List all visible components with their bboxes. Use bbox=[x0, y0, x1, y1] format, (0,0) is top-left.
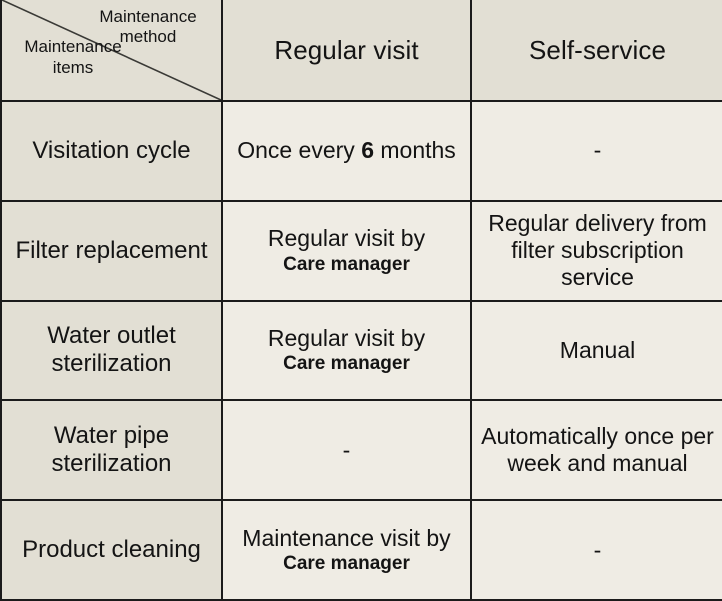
row-item-label-cell: Water outlet sterilization bbox=[0, 299, 223, 402]
row-item-label-cell: Water pipe sterilization bbox=[0, 399, 223, 502]
cell-text-emphasis: 6 bbox=[361, 137, 374, 164]
cell-self-service-text: Manual bbox=[560, 337, 635, 363]
cell-self-service-text: Automatically once per week and manual bbox=[481, 423, 714, 476]
row-item-label-cell: Visitation cycle bbox=[0, 100, 223, 202]
cell-self-service-text: - bbox=[594, 137, 602, 163]
cell-self-service: - bbox=[470, 499, 722, 601]
cell-regular-visit: Maintenance visit by Care manager bbox=[221, 499, 472, 601]
cell-text-main-pre: - bbox=[593, 536, 602, 563]
cell-self-service: Regular delivery from filter subscriptio… bbox=[470, 199, 722, 302]
cell-regular-visit-text: Maintenance visit by Care manager bbox=[231, 525, 462, 576]
cell-regular-visit: - bbox=[221, 399, 472, 502]
corner-axis-cell: Maintenance method Maintenance items bbox=[0, 0, 223, 102]
column-header-self-service-label: Self-service bbox=[528, 34, 666, 65]
row-item-label-cell: Product cleaning bbox=[0, 499, 223, 601]
column-header-self-service: Self-service bbox=[470, 0, 722, 102]
cell-regular-visit: Once every 6 months bbox=[221, 100, 472, 202]
cell-text-main-pre: Regular delivery from filter subscriptio… bbox=[488, 210, 707, 291]
cell-self-service: Manual bbox=[470, 299, 722, 402]
corner-column-axis-label: Maintenance method bbox=[99, 7, 197, 47]
corner-row-axis-label: Maintenance items bbox=[24, 37, 122, 77]
table-row: Water outlet sterilization Regular visit… bbox=[0, 299, 722, 402]
cell-regular-visit-text: Regular visit by Care manager bbox=[231, 225, 462, 276]
row-item-label: Visitation cycle bbox=[32, 136, 191, 164]
cell-text-main-pre: Manual bbox=[559, 336, 636, 363]
table-row: Water pipe sterilization - Automatically… bbox=[0, 399, 722, 502]
table-row: Product cleaning Maintenance visit by Ca… bbox=[0, 499, 722, 601]
table-header-row: Maintenance method Maintenance items Reg… bbox=[0, 0, 722, 102]
table-row: Visitation cycle Once every 6 months - bbox=[0, 100, 722, 202]
cell-text-main-pre: - bbox=[342, 436, 351, 463]
row-item-label: Water pipe sterilization bbox=[51, 421, 172, 478]
cell-regular-visit-text: Once every 6 months bbox=[237, 137, 456, 163]
cell-text-main-pre: Once every bbox=[237, 137, 362, 164]
cell-self-service: Automatically once per week and manual bbox=[470, 399, 722, 502]
cell-text-main-pre: - bbox=[593, 137, 602, 164]
cell-self-service-text: Regular delivery from filter subscriptio… bbox=[488, 210, 707, 290]
column-header-regular-visit: Regular visit bbox=[221, 0, 472, 102]
diagonal-divider-icon bbox=[2, 0, 221, 100]
row-item-label: Water outlet sterilization bbox=[47, 322, 176, 378]
cell-text-sub: Care manager bbox=[283, 253, 410, 275]
cell-self-service-text: - bbox=[594, 537, 602, 563]
cell-regular-visit-text: - bbox=[343, 437, 351, 463]
row-item-label: Product cleaning bbox=[22, 535, 201, 563]
cell-text-sub: Care manager bbox=[283, 552, 410, 574]
cell-self-service: - bbox=[470, 100, 722, 202]
cell-text-main-pre: Regular visit by bbox=[267, 325, 426, 352]
cell-regular-visit: Regular visit by Care manager bbox=[221, 199, 472, 302]
row-item-label-cell: Filter replacement bbox=[0, 199, 223, 302]
cell-text-sub: Care manager bbox=[283, 353, 410, 375]
row-item-label: Filter replacement bbox=[15, 236, 208, 264]
cell-text-main-pre: Maintenance visit by bbox=[242, 524, 451, 551]
cell-regular-visit-text: Regular visit by Care manager bbox=[231, 325, 462, 376]
cell-text-main-pre: Automatically once per week and manual bbox=[481, 423, 714, 477]
cell-regular-visit: Regular visit by Care manager bbox=[221, 299, 472, 402]
table-row: Filter replacement Regular visit by Care… bbox=[0, 199, 722, 302]
cell-text-main-post: months bbox=[373, 137, 456, 164]
column-header-regular-visit-label: Regular visit bbox=[274, 34, 419, 65]
cell-text-main-pre: Regular visit by bbox=[267, 225, 426, 252]
